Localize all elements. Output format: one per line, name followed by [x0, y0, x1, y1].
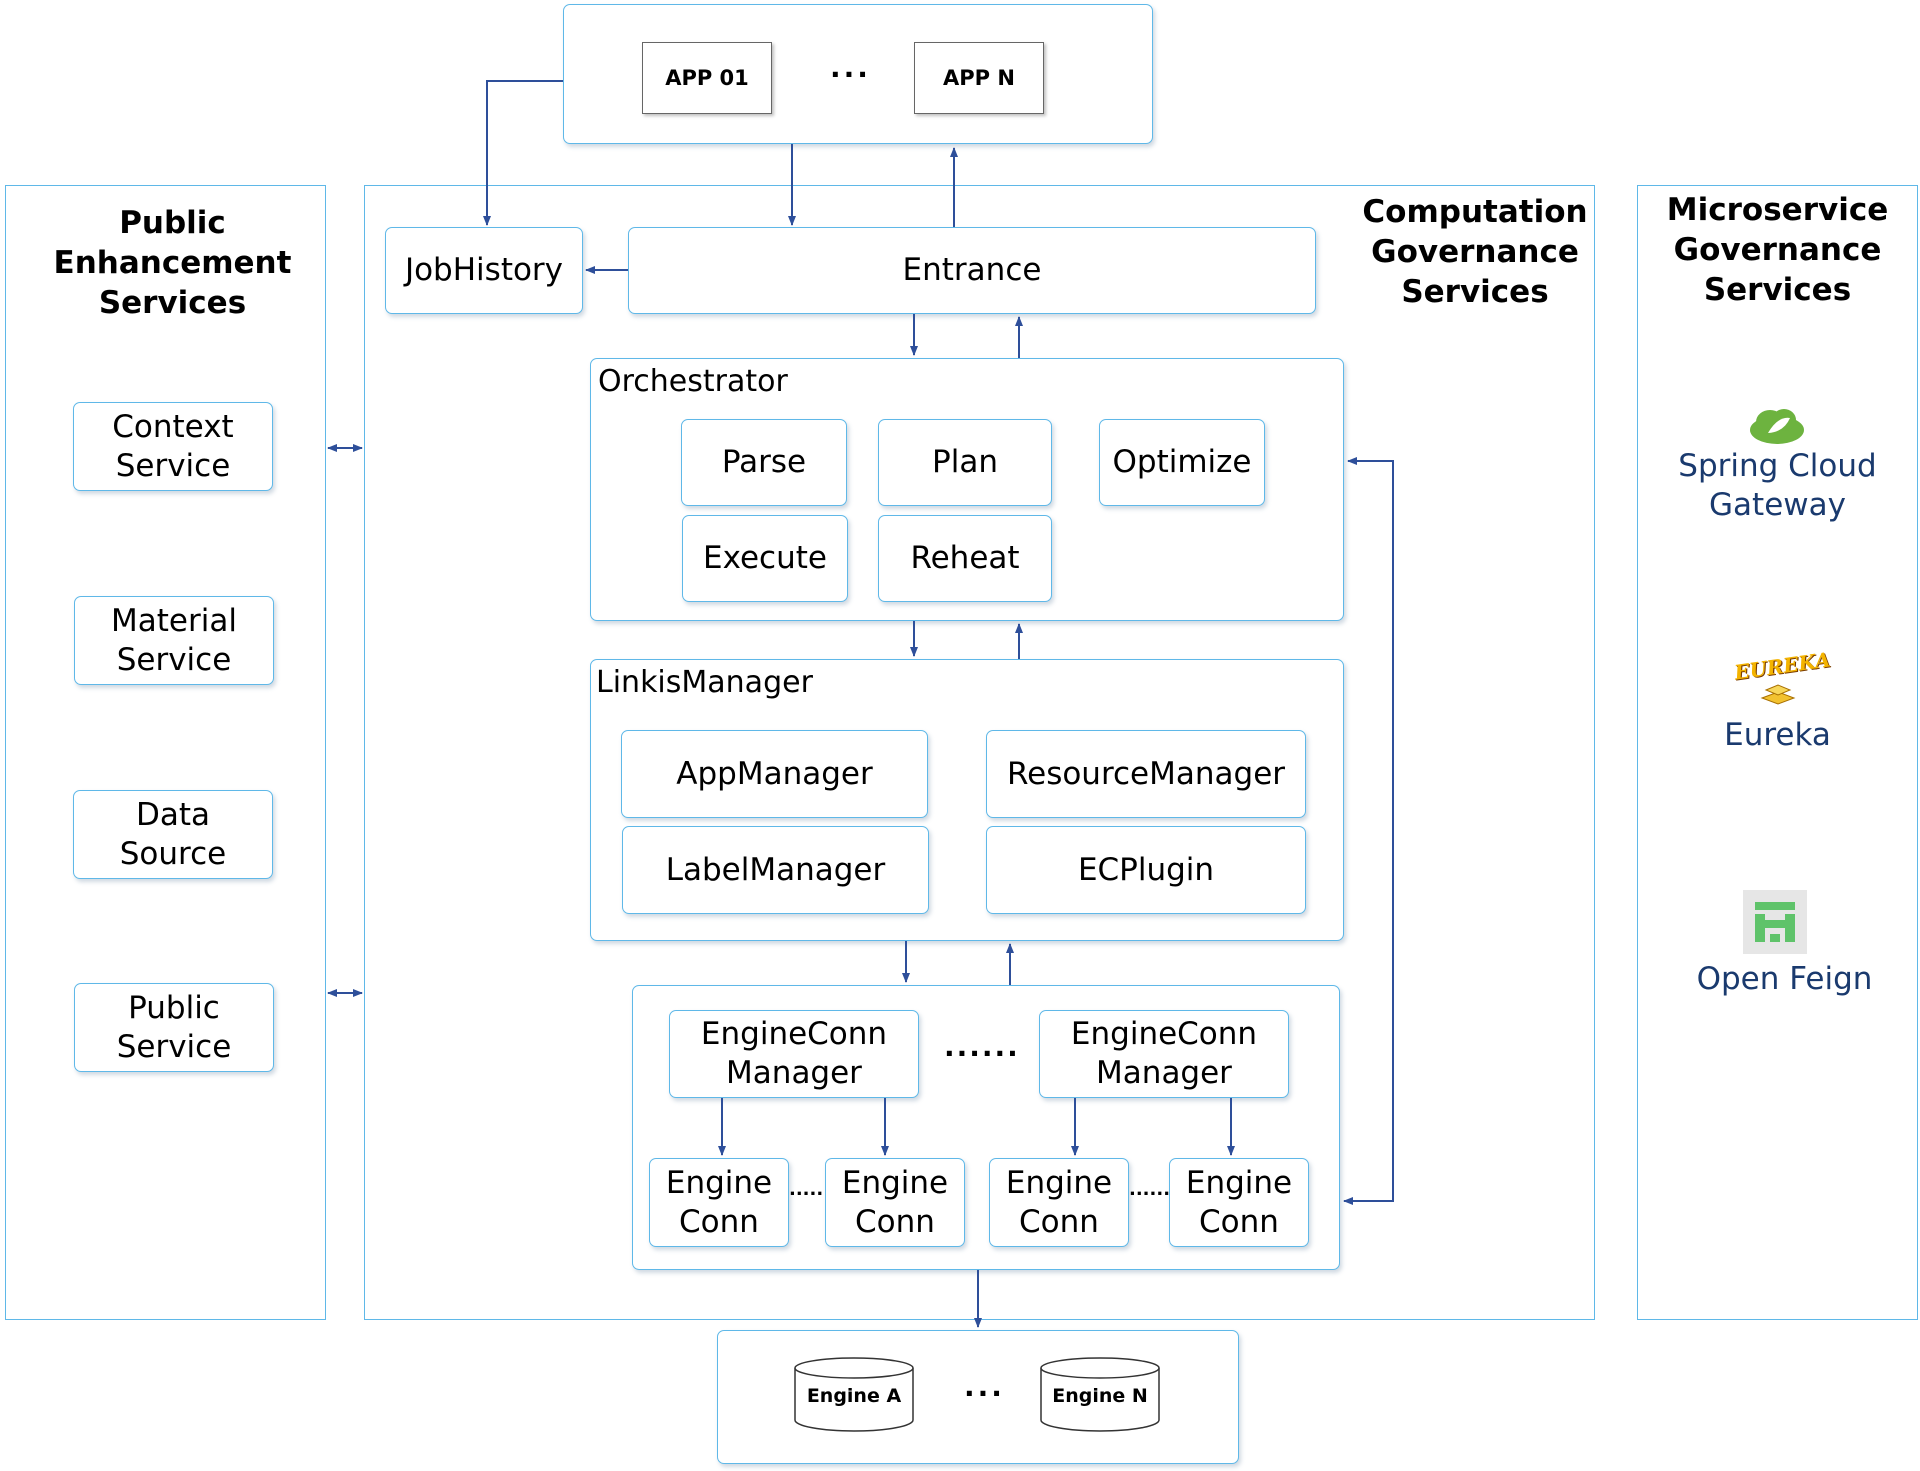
engine-n-label: Engine N — [1052, 1385, 1148, 1407]
engines-ellipsis: ··· — [964, 1377, 1005, 1410]
engineconn-manager-label-2: EngineConn Manager — [1070, 1016, 1258, 1091]
app-01-box[interactable]: APP 01 — [642, 42, 772, 114]
execute-label: Execute — [703, 540, 827, 576]
linkis-manager-title: LinkisManager — [596, 665, 813, 700]
optimize-box[interactable]: Optimize — [1099, 419, 1265, 506]
engine-n-cylinder — [1040, 1357, 1160, 1432]
execute-box[interactable]: Execute — [682, 515, 848, 602]
ecplugin-box[interactable]: ECPlugin — [986, 826, 1306, 914]
jobhistory-label: JobHistory — [404, 252, 564, 288]
engine-conn-box-1[interactable]: Engine Conn — [649, 1158, 789, 1247]
orchestrator-title: Orchestrator — [598, 364, 788, 399]
engine-conn-label-1: Engine Conn — [665, 1164, 773, 1240]
engine-a-label: Engine A — [806, 1385, 902, 1407]
public-enhancement-title: Public Enhancement Services — [53, 205, 292, 321]
open-feign-icon — [1743, 890, 1807, 954]
entrance-label: Entrance — [902, 252, 1042, 288]
data-source-label: Data Source — [119, 796, 227, 872]
engine-conn-dots-2: ...... — [1129, 1179, 1171, 1200]
ecplugin-label: ECPlugin — [1077, 851, 1215, 888]
resource-manager-box[interactable]: ResourceManager — [986, 730, 1306, 818]
context-service-box[interactable]: Context Service — [73, 402, 273, 491]
reheat-label: Reheat — [910, 540, 1020, 576]
context-service-label: Context Service — [112, 408, 234, 484]
eureka-icon: EUREKA — [1733, 647, 1832, 712]
engineconn-manager-box-2[interactable]: EngineConn Manager — [1039, 1010, 1289, 1098]
optimize-label: Optimize — [1112, 444, 1252, 480]
computation-governance-title: Computation Governance Services — [1362, 194, 1588, 310]
parse-box[interactable]: Parse — [681, 419, 847, 506]
material-service-label: Material Service — [111, 602, 237, 678]
apps-to-jobhistory-arrow — [483, 80, 563, 226]
engine-conn-box-4[interactable]: Engine Conn — [1169, 1158, 1309, 1247]
app-n-box[interactable]: APP N — [914, 42, 1044, 114]
engine-conn-label-4: Engine Conn — [1185, 1164, 1293, 1240]
plan-label: Plan — [932, 444, 998, 480]
apps-ellipsis: ··· — [830, 58, 871, 91]
engine-conn-box-3[interactable]: Engine Conn — [989, 1158, 1129, 1247]
entrance-box[interactable]: Entrance — [628, 227, 1316, 314]
public-enhancement-frame — [5, 185, 326, 1320]
engineconn-manager-box-1[interactable]: EngineConn Manager — [669, 1010, 919, 1098]
engineconn-to-orchestrator-loop — [1343, 457, 1394, 1205]
engine-conn-label-3: Engine Conn — [1005, 1164, 1113, 1240]
resource-manager-label: ResourceManager — [1006, 755, 1286, 792]
public-service-label: Public Service — [116, 989, 232, 1065]
public-service-box[interactable]: Public Service — [74, 983, 274, 1072]
eureka-label: Eureka — [1724, 717, 1831, 753]
jobhistory-box[interactable]: JobHistory — [385, 227, 583, 314]
app-manager-box[interactable]: AppManager — [621, 730, 928, 818]
engineconn-manager-dots: ...... — [944, 1030, 1020, 1063]
engine-a-cylinder — [794, 1357, 914, 1432]
spring-cloud-gateway-label: Spring Cloud Gateway — [1678, 448, 1877, 523]
open-feign-label: Open Feign — [1696, 961, 1873, 997]
data-source-box[interactable]: Data Source — [73, 790, 273, 879]
label-manager-box[interactable]: LabelManager — [622, 826, 929, 914]
material-service-box[interactable]: Material Service — [74, 596, 274, 685]
app-manager-label: AppManager — [676, 755, 873, 792]
label-manager-label: LabelManager — [665, 851, 886, 888]
microservice-governance-title: Microservice Governance Services — [1666, 192, 1889, 308]
engineconn-manager-label-1: EngineConn Manager — [700, 1016, 888, 1091]
engine-conn-dots-1: ...... — [789, 1179, 831, 1200]
microservice-governance-frame — [1637, 185, 1918, 1320]
reheat-box[interactable]: Reheat — [878, 515, 1052, 602]
spring-cloud-icon — [1750, 409, 1804, 444]
engine-conn-box-2[interactable]: Engine Conn — [825, 1158, 965, 1247]
parse-label: Parse — [721, 444, 807, 480]
plan-box[interactable]: Plan — [878, 419, 1052, 506]
engine-conn-label-2: Engine Conn — [841, 1164, 949, 1240]
